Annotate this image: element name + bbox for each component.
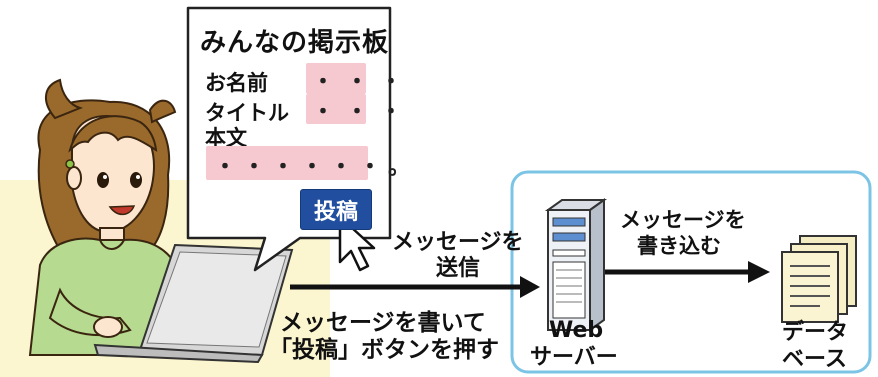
store-label-line1: メッセージを: [620, 208, 746, 232]
name-label: お名前: [205, 71, 268, 95]
server-label-line1: Web: [549, 318, 604, 343]
database-icon: [781, 235, 857, 323]
database-label-line2: ベース: [782, 347, 847, 372]
write-arrow-head: [748, 261, 770, 283]
write-label-line2: 「投稿」ボタンを押す: [269, 337, 499, 363]
laptop-illustration: [93, 243, 294, 364]
send-arrow-head: [520, 276, 540, 298]
name-field-value: ・・・: [312, 70, 415, 95]
body-field-value: ・・・・・・。: [214, 155, 418, 180]
title-field[interactable]: ・・・: [306, 94, 402, 125]
send-label-line2: 送信: [436, 256, 481, 281]
board-title: みんなの掲示板: [200, 28, 390, 58]
title-label: タイトル: [205, 101, 289, 125]
database-label-line1: データ: [782, 320, 849, 345]
cursor-icon: [338, 215, 376, 272]
body-field[interactable]: ・・・・・・。: [206, 146, 410, 180]
name-field[interactable]: ・・・: [306, 63, 402, 95]
store-label-line2: 書き込む: [637, 234, 721, 258]
server-label-line2: サーバー: [530, 345, 618, 370]
server-icon: [544, 198, 608, 332]
send-label-line1: メッセージを: [392, 230, 524, 255]
post-button[interactable]: 投稿: [300, 189, 372, 230]
write-label-line1: メッセージを書いて: [280, 310, 486, 336]
title-field-value: ・・・: [312, 100, 415, 125]
